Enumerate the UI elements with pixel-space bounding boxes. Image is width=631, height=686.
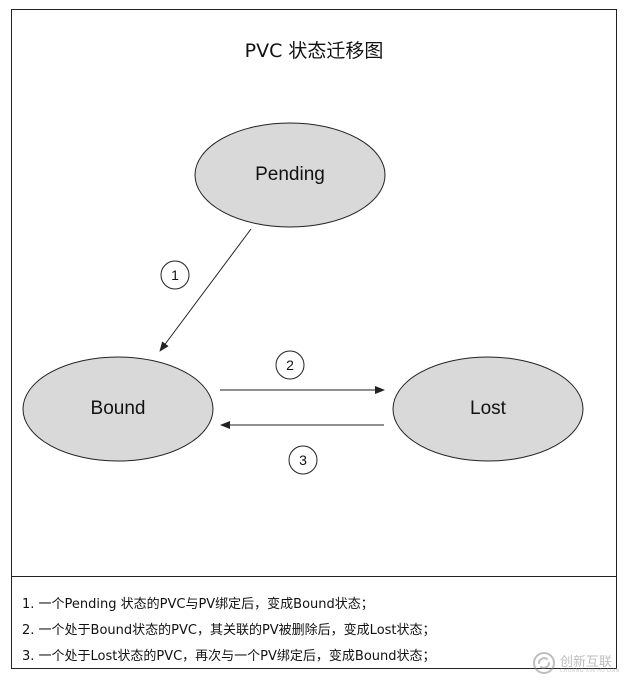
node-pending-label: Pending [255, 164, 325, 185]
step-2-label: 2 [286, 357, 294, 373]
arrow-pending-to-bound [159, 228, 252, 352]
legend-item-3: 3. 一个处于Lost状态的PVC，再次与一个PV绑定后，变成Bound状态； [22, 649, 436, 664]
watermark: 创新互联 CHUANG XIN HU LIAN [532, 648, 626, 678]
node-bound [22, 356, 214, 462]
diagram-frame: PVC 状态迁移图 Pending Bound Lost 1 2 3 1. 一个… [11, 9, 617, 669]
diagram-title: PVC 状态迁移图 [244, 40, 384, 62]
step-1-label: 1 [171, 267, 179, 283]
step-3-circle [288, 445, 318, 475]
legend-item-1: 1. 一个Pending 状态的PVC与PV绑定后，变成Bound状态； [22, 597, 374, 612]
logo-swirl-icon [533, 652, 555, 674]
step-3-label: 3 [299, 452, 307, 468]
node-bound-label: Bound [90, 398, 146, 419]
node-lost-label: Lost [470, 398, 506, 419]
step-1-circle [160, 260, 190, 290]
watermark-text: 创新互联 [560, 655, 613, 670]
node-lost [392, 356, 584, 462]
legend-item-2: 2. 一个处于Bound状态的PVC，其关联的PV被删除后，变成Lost状态； [22, 623, 436, 638]
state-diagram: PVC 状态迁移图 Pending Bound Lost 1 2 3 [12, 10, 616, 576]
watermark-subtext: CHUANG XIN HU LIAN [560, 668, 620, 674]
transition-legend: 1. 一个Pending 状态的PVC与PV绑定后，变成Bound状态； 2. … [22, 592, 612, 670]
diagram-canvas [22, 122, 584, 475]
node-pending [194, 122, 386, 228]
legend-divider [12, 576, 616, 577]
step-2-circle [275, 350, 305, 380]
